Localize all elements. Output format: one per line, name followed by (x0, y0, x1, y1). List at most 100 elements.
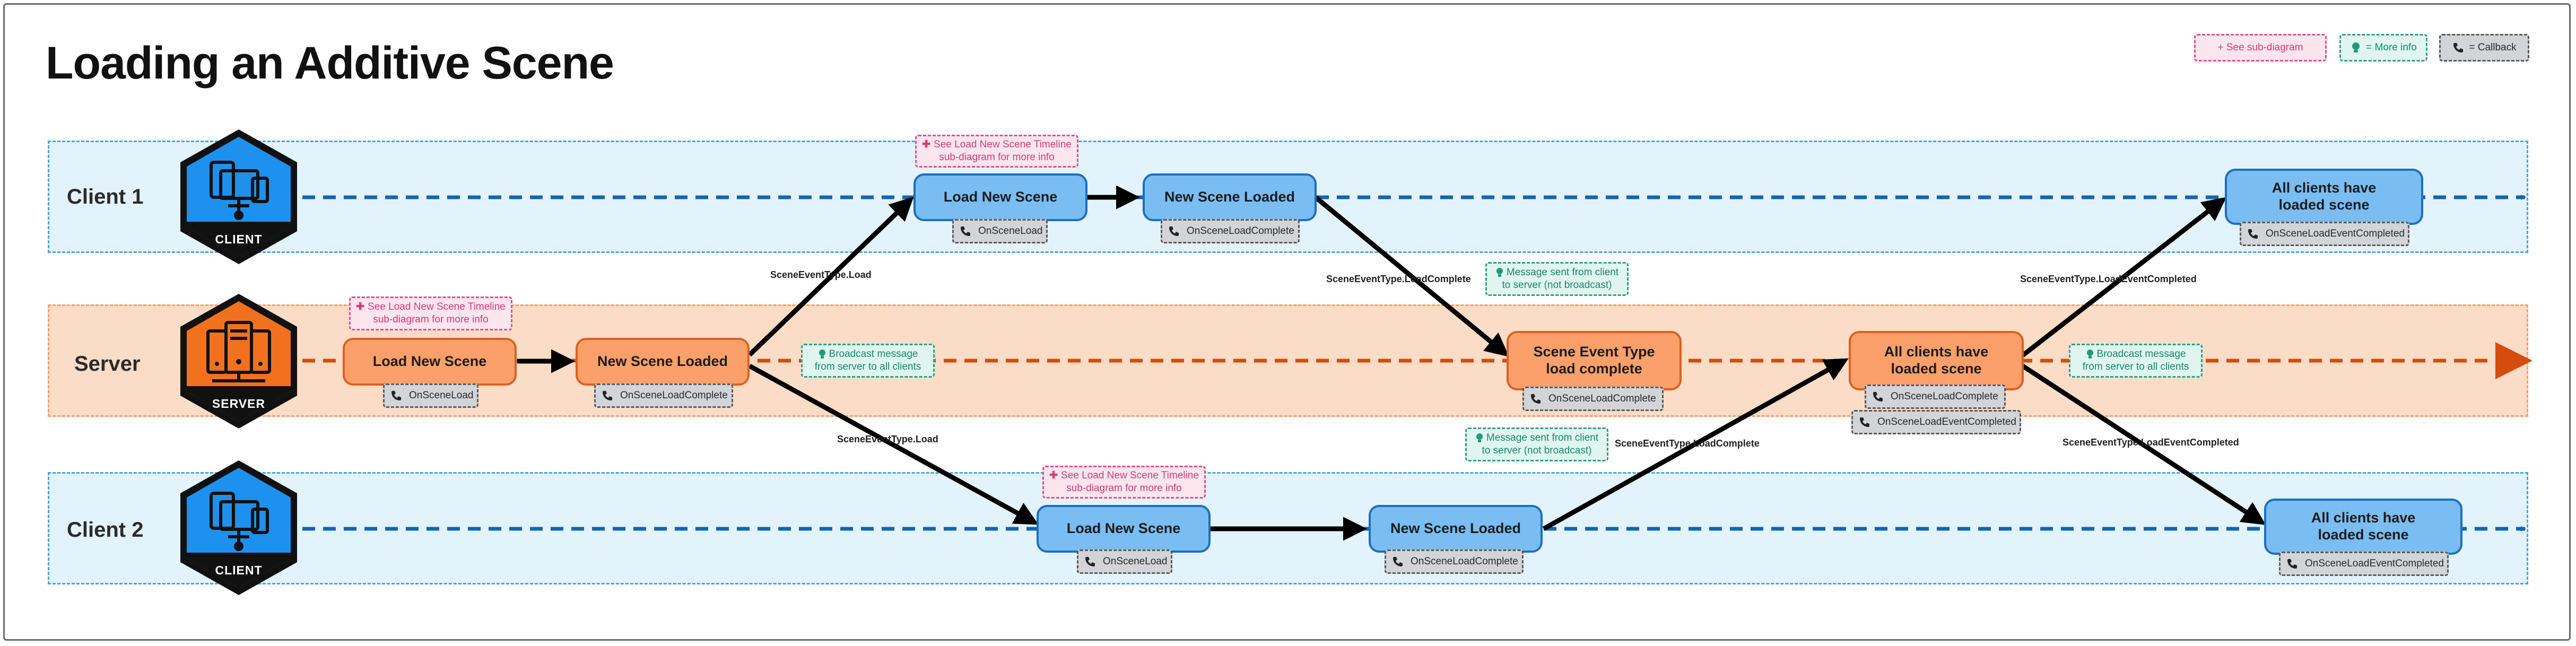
legend-callback-text: = Callback (2469, 42, 2517, 53)
legend-sub-diagram: + See sub-diagram (2194, 34, 2327, 62)
lightbulb-icon (2352, 42, 2360, 53)
lightbulb-icon (1476, 433, 1483, 443)
callback-text: OnSceneLoadComplete (1548, 393, 1656, 404)
callback-client2-loaded: OnSceneLoadComplete (1385, 549, 1524, 574)
callback-text: OnSceneLoadEventCompleted (2266, 228, 2405, 239)
client-device-icon (180, 460, 297, 595)
badge-client1-label: CLIENT (215, 232, 263, 246)
node-server-new-scene-loaded: New Scene Loaded (576, 338, 750, 386)
note-line2: sub-diagram for more info (373, 314, 489, 325)
callback-text: OnSceneLoad (1103, 556, 1168, 567)
legend-more-info: = More info (2339, 34, 2427, 62)
arrow-load-to-client1 (747, 196, 914, 357)
note-server-sub-diagram: ✚See Load New Scene Timeline sub-diagram… (349, 296, 512, 330)
node-client2-load-new-scene: Load New Scene (1037, 505, 1211, 553)
note-line2: sub-diagram for more info (939, 152, 1055, 163)
note-line1: See Load New Scene Timeline (1061, 470, 1199, 482)
legend-more-info-text: = More info (2366, 42, 2417, 53)
callback-text: OnSceneLoadComplete (620, 390, 728, 401)
note-line1: Message sent from client (1486, 432, 1599, 444)
arrow-load-to-client2 (748, 364, 1039, 525)
plus-icon: ✚ (922, 139, 931, 151)
callback-text: OnSceneLoadEventCompleted (2305, 558, 2444, 569)
note-line2: from server to all clients (2082, 361, 2189, 372)
edge-label-load-client2: SceneEventType.Load (837, 434, 938, 444)
arrow-c2-loaded-to-server (1542, 358, 1849, 531)
lightbulb-icon (819, 350, 825, 359)
edge-label-completed-client2: SceneEventType.LoadEventCompleted (2062, 437, 2239, 448)
node-client2-new-scene-loaded: New Scene Loaded (1369, 505, 1543, 553)
lightbulb-icon (2086, 350, 2093, 359)
arrow-server-to-client2-completed (2021, 364, 2266, 525)
node-client2-all-clients-loaded: All clients have loaded scene (2264, 499, 2462, 555)
callback-server-event: OnSceneLoadComplete (1522, 387, 1664, 411)
callback-text: OnSceneLoadComplete (1187, 225, 1294, 237)
phone-icon (2287, 559, 2297, 569)
callback-text: OnSceneLoadEventCompleted (1877, 416, 2016, 427)
phone-icon (2453, 43, 2464, 53)
badge-client2: CLIENT (175, 458, 302, 597)
callback-client2-load: OnSceneLoad (1077, 549, 1172, 574)
phone-icon (603, 391, 612, 400)
callback-text: OnSceneLoadComplete (1891, 391, 1998, 402)
note-broadcast-2: Broadcast message from server to all cli… (2069, 344, 2203, 378)
note-line2: from server to all clients (814, 361, 921, 372)
client-device-icon (180, 129, 297, 264)
node-client1-load-new-scene: Load New Scene (913, 173, 1087, 221)
callback-server-all-2: OnSceneLoadEventCompleted (1851, 410, 2021, 434)
plus-icon: ✚ (356, 301, 365, 313)
phone-icon (1393, 557, 1403, 566)
phone-icon (391, 391, 401, 400)
badge-client1: CLIENT (175, 127, 302, 266)
phone-icon (1860, 417, 1869, 427)
arrow-c1-loaded-to-server (1314, 195, 1509, 357)
note-client2-sub-diagram: ✚See Load New Scene Timeline sub-diagram… (1042, 466, 1206, 499)
lane-label-client2: Client 2 (67, 518, 144, 542)
phone-icon (2248, 229, 2258, 239)
node-client1-all-clients-loaded: All clients have loaded scene (2225, 169, 2423, 225)
node-server-scene-event-load-complete: Scene Event Type load complete (1507, 331, 1682, 390)
note-line1: Broadcast message (2096, 348, 2186, 360)
note-line1: Broadcast message (829, 348, 918, 360)
callback-server-loaded: OnSceneLoadComplete (594, 383, 733, 408)
node-server-all-clients-loaded: All clients have loaded scene (1849, 331, 2024, 390)
legend-sub-diagram-text: + See sub-diagram (2217, 42, 2303, 53)
note-message-client1: Message sent from client to server (not … (1485, 262, 1629, 296)
note-line1: Message sent from client (1506, 267, 1619, 278)
note-line2: to server (not broadcast) (1482, 445, 1592, 456)
callback-client1-load: OnSceneLoad (952, 219, 1048, 243)
plus-icon: ✚ (1049, 470, 1058, 482)
phone-icon (1873, 392, 1883, 401)
edge-label-completed-client1: SceneEventType.LoadEventCompleted (2020, 274, 2197, 284)
diagram-title: Loading an Additive Scene (46, 38, 614, 89)
callback-client1-all: OnSceneLoadEventCompleted (2240, 222, 2409, 246)
note-line1: See Load New Scene Timeline (368, 301, 506, 313)
callback-text: OnSceneLoad (978, 225, 1043, 237)
callback-text: OnSceneLoadComplete (1411, 556, 1518, 567)
edge-label-loadcomplete-client2: SceneEventType.LoadComplete (1615, 438, 1760, 449)
legend-callback: = Callback (2439, 34, 2529, 62)
edge-label-load-client1: SceneEventType.Load (770, 269, 872, 280)
node-client1-new-scene-loaded: New Scene Loaded (1143, 173, 1317, 221)
phone-icon (1085, 557, 1095, 566)
callback-server-load: OnSceneLoad (383, 383, 478, 408)
callback-text: OnSceneLoad (409, 390, 474, 401)
lightbulb-icon (1496, 268, 1503, 277)
note-client1-sub-diagram: ✚See Load New Scene Timeline sub-diagram… (915, 135, 1078, 168)
callback-client1-loaded: OnSceneLoadComplete (1161, 219, 1300, 243)
node-server-load-new-scene: Load New Scene (343, 338, 517, 386)
note-line2: to server (not broadcast) (1502, 280, 1612, 291)
badge-client2-label: CLIENT (215, 563, 263, 577)
phone-icon (1169, 226, 1179, 236)
callback-client2-all: OnSceneLoadEventCompleted (2279, 552, 2449, 576)
badge-server: SERVER (175, 292, 302, 431)
lane-label-client1: Client 1 (67, 185, 144, 208)
note-line2: sub-diagram for more info (1066, 483, 1182, 494)
phone-icon (961, 226, 970, 236)
edge-label-loadcomplete-client1: SceneEventType.LoadComplete (1326, 274, 1471, 284)
callback-server-all-1: OnSceneLoadComplete (1865, 385, 2006, 409)
note-broadcast-1: Broadcast message from server to all cli… (801, 344, 935, 378)
lane-label-server: Server (74, 352, 141, 376)
phone-icon (1531, 394, 1541, 404)
badge-server-label: SERVER (212, 397, 266, 411)
